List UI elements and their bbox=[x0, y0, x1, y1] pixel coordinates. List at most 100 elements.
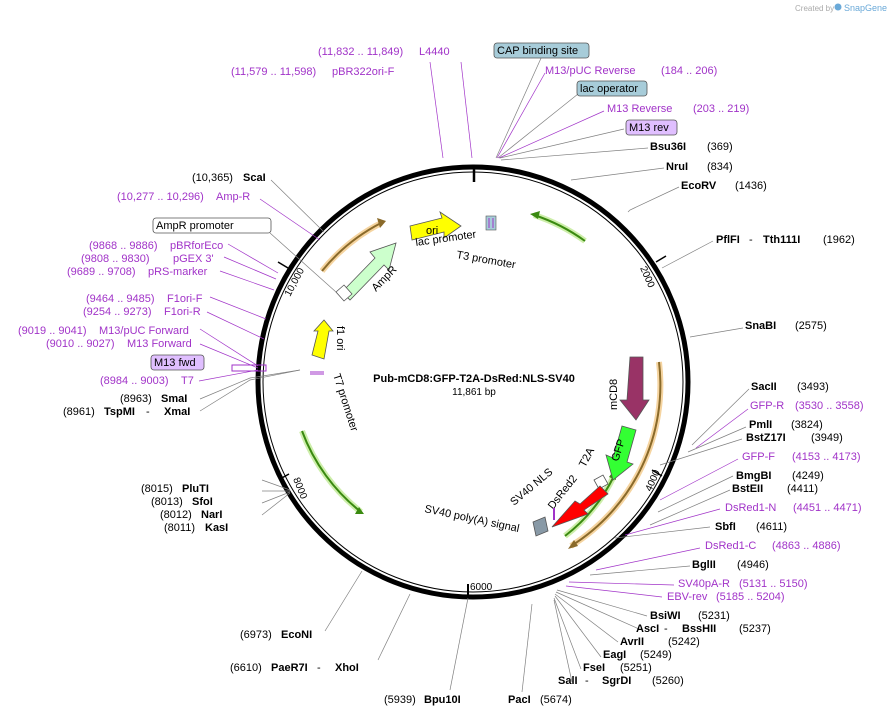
tspmi-name: TspMI bbox=[104, 406, 135, 418]
dsred2-feature[interactable] bbox=[551, 485, 609, 528]
bmgbi-pos: (4249) bbox=[792, 470, 824, 482]
ebvrev-name: EBV-rev bbox=[667, 591, 708, 603]
t7-name: T7 bbox=[181, 375, 194, 387]
eagi-name: EagI bbox=[603, 649, 626, 661]
avrii-name: AvrII bbox=[620, 636, 644, 648]
t7-arc bbox=[301, 430, 362, 513]
sv40-nls-primer-marker bbox=[553, 508, 555, 520]
ampr-r-name: Amp-R bbox=[216, 191, 250, 203]
dsred1c-name: DsRed1-C bbox=[705, 540, 756, 552]
ebvrev-pos: (5185 .. 5204) bbox=[716, 591, 785, 603]
f1-ori-label: f1 ori bbox=[334, 326, 346, 350]
bpu10i-name: Bpu10I bbox=[424, 694, 461, 706]
xmai-name: XmaI bbox=[164, 406, 190, 418]
insert-arc-head bbox=[568, 540, 578, 549]
m13forward-name: M13 Forward bbox=[127, 338, 192, 350]
bsiwi-pos: (5231) bbox=[698, 610, 730, 622]
ampr-arc-head bbox=[377, 218, 386, 228]
watermark-created-by: Created by bbox=[795, 4, 834, 13]
lac-operator-box bbox=[485, 215, 497, 231]
tick-mark bbox=[655, 255, 667, 263]
t3-promoter-label: T3 promoter bbox=[455, 249, 516, 271]
bstz17i-name: BstZ17I bbox=[746, 432, 786, 444]
paer7i-pos: (6610) bbox=[230, 662, 262, 674]
gfpr-pos: (3530 .. 3558) bbox=[795, 400, 864, 412]
ampr-promoter-box bbox=[152, 217, 272, 234]
snabi-pos: (2575) bbox=[795, 320, 827, 332]
sv40-polya-label: SV40 poly(A) signal bbox=[423, 503, 520, 535]
nari-name: NarI bbox=[201, 509, 222, 521]
m13-fwd-label: M13 fwd bbox=[154, 357, 196, 369]
bmgbi-name: BmgBI bbox=[736, 470, 771, 482]
nrui-name: NruI bbox=[666, 161, 688, 173]
plasmid-length: 11,861 bp bbox=[452, 387, 496, 398]
gfp-feature[interactable] bbox=[605, 425, 637, 481]
bglii-pos: (4946) bbox=[737, 559, 769, 571]
bsu36i-name: Bsu36I bbox=[650, 141, 686, 153]
m13pucf-pos: (9019 .. 9041) bbox=[18, 325, 87, 337]
paer7i-name: PaeR7I bbox=[271, 662, 308, 674]
pmli-pos: (3824) bbox=[791, 419, 823, 431]
prs-name: pRS-marker bbox=[148, 266, 208, 278]
pbrfor-pos: (9868 .. 9886) bbox=[89, 240, 158, 252]
lac-arc-head bbox=[530, 211, 540, 219]
ampr-arc bbox=[321, 222, 382, 272]
pflfi-pos: (1962) bbox=[823, 234, 855, 246]
cap-binding-site-box bbox=[493, 42, 590, 59]
t7-promoter-label: T7 promoter bbox=[330, 372, 360, 433]
pgex-name: pGEX 3' bbox=[173, 253, 214, 265]
ampr-promoter-label: AmpR promoter bbox=[156, 220, 234, 232]
m13-fwd-primer-marker bbox=[231, 364, 267, 372]
l4440-name: L4440 bbox=[419, 46, 450, 58]
nrui-pos: (834) bbox=[707, 161, 733, 173]
m13puc-rev-name: M13/pUC Reverse bbox=[545, 65, 635, 77]
sbfi-name: SbfI bbox=[715, 521, 736, 533]
paer7i-sep: - bbox=[317, 662, 321, 674]
pbr322-pos: (11,579 .. 11,598) bbox=[231, 66, 316, 78]
snabi-name: SnaBI bbox=[745, 320, 776, 332]
kasi-pos: (8011) bbox=[164, 522, 195, 534]
dsred1n-pos: (4451 .. 4471) bbox=[793, 502, 862, 514]
tick-mark bbox=[651, 469, 663, 477]
watermark-brand: SnapGene bbox=[844, 3, 887, 13]
sfoi-pos: (8013) bbox=[151, 496, 183, 508]
mcd8-feature[interactable] bbox=[619, 356, 650, 421]
tth111i-name: Tth111I bbox=[763, 234, 800, 246]
f1-ori-feature[interactable] bbox=[311, 319, 334, 360]
tick-label-6000: 6000 bbox=[470, 582, 493, 593]
prs-pos: (9689 .. 9708) bbox=[67, 266, 136, 278]
xhoi-name: XhoI bbox=[335, 662, 359, 674]
ampr-feature[interactable] bbox=[341, 242, 397, 301]
mcd8-label: mCD8 bbox=[608, 379, 620, 410]
ori-label: ori bbox=[426, 225, 438, 237]
gfpf-name: GFP-F bbox=[742, 451, 775, 463]
pbrfor-name: pBRforEco bbox=[170, 240, 223, 252]
smai-pos: (8963) bbox=[120, 393, 152, 405]
plasmid-name: Pub-mCD8:GFP-T2A-DsRed:NLS-SV40 bbox=[373, 373, 575, 385]
gfpr-name: GFP-R bbox=[750, 400, 784, 412]
tspmi-sep: - bbox=[146, 406, 150, 418]
sfoi-name: SfoI bbox=[192, 496, 213, 508]
bstz17i-pos: (3949) bbox=[811, 432, 843, 444]
smai-name: SmaI bbox=[161, 393, 187, 405]
gfpf-pos: (4153 .. 4173) bbox=[792, 451, 861, 463]
cap-binding-site-label: CAP binding site bbox=[497, 45, 578, 57]
t7-arc-head bbox=[355, 507, 364, 514]
scai-name: ScaI bbox=[243, 172, 266, 184]
lac-operator-label: lac operator bbox=[580, 83, 638, 95]
asci-sep: - bbox=[664, 623, 668, 635]
sacii-pos: (3493) bbox=[797, 381, 829, 393]
scai-pos: (10,365) bbox=[192, 172, 233, 184]
sali-sep: - bbox=[585, 675, 589, 687]
ori-feature[interactable] bbox=[409, 211, 462, 241]
bglii-name: BglII bbox=[692, 559, 716, 571]
ampr-r-pos: (10,277 .. 10,296) bbox=[117, 191, 204, 203]
t7-pos: (8984 .. 9003) bbox=[100, 375, 169, 387]
f1orir-pos: (9254 .. 9273) bbox=[83, 306, 152, 318]
sv40-polya-feature[interactable] bbox=[532, 516, 549, 537]
pgex-pos: (9808 .. 9830) bbox=[81, 253, 150, 265]
insert-arc bbox=[570, 361, 662, 547]
ecorv-pos: (1436) bbox=[735, 180, 767, 192]
ampr-promoter-marker bbox=[335, 284, 353, 302]
